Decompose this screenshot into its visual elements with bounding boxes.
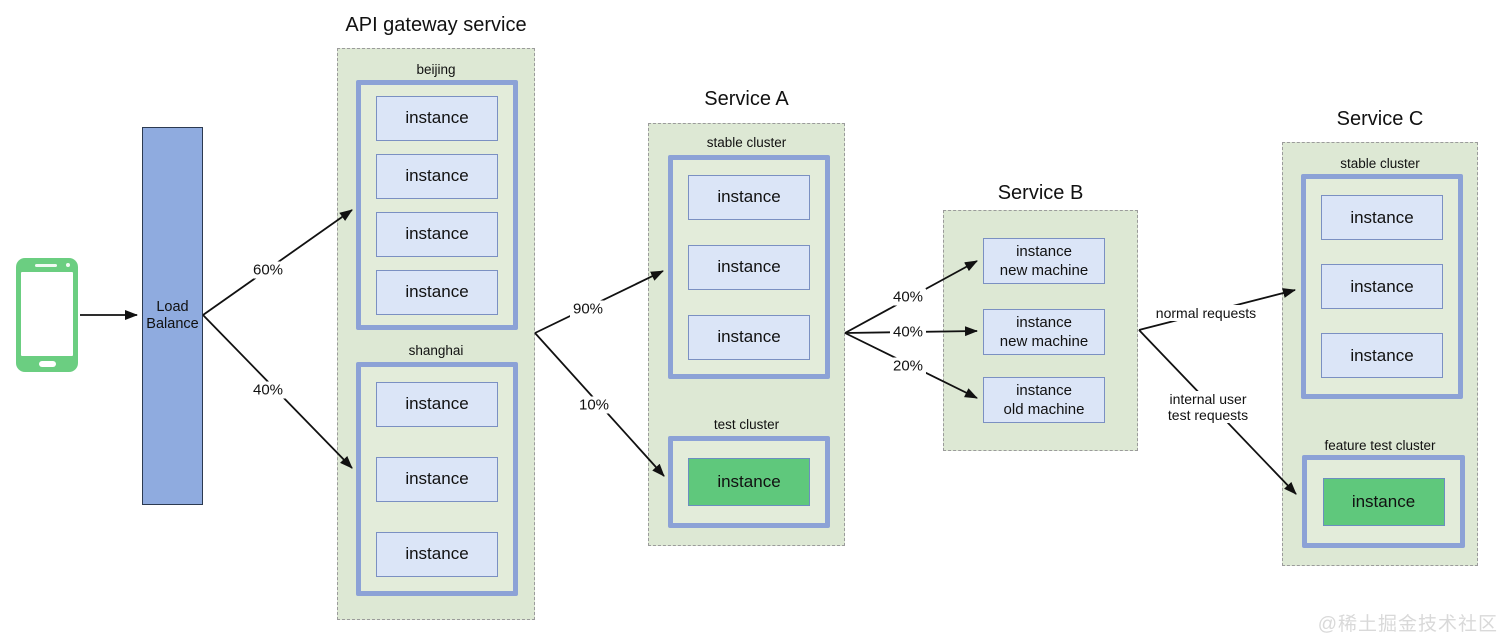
service-b-instance-2-line2: new machine (999, 333, 1089, 350)
service-c-stable-label: stable cluster (1340, 156, 1420, 171)
service-c-stable-cluster: instance instance instance (1301, 174, 1463, 399)
load-balancer-label-line2: Balance (146, 316, 199, 332)
service-a-instance-2: instance (688, 244, 810, 290)
service-b-title: Service B (997, 182, 1084, 204)
service-c-instance-3: instance (1321, 333, 1443, 378)
edge-label-40pct-new2: 40% (889, 323, 927, 341)
service-c-feature-cluster: instance (1302, 455, 1465, 548)
service-c-title: Service C (1336, 108, 1424, 130)
phone-home-button (39, 361, 56, 367)
api-gateway-title: API gateway service (345, 14, 527, 36)
phone-camera (66, 263, 70, 267)
service-b-instance-2: instance new machine (983, 309, 1105, 355)
service-b-instance-2-line1: instance (1016, 313, 1072, 331)
shanghai-instance-3: instance (376, 531, 498, 577)
edge-label-20pct: 20% (889, 357, 927, 375)
edge-label-40pct-new1: 40% (889, 288, 927, 306)
edge-label-90pct: 90% (569, 300, 607, 318)
mobile-client-icon (16, 258, 78, 372)
service-a-test-instance: instance (688, 458, 810, 506)
load-balancer-node: Load Balance (142, 127, 203, 505)
beijing-instance-3: instance (376, 211, 498, 257)
edge-label-40pct: 40% (249, 381, 287, 399)
service-c-feature-instance: instance (1322, 477, 1445, 526)
service-b-instance-1-line1: instance (1016, 242, 1072, 260)
service-b-instance-1-line2: new machine (999, 262, 1089, 279)
beijing-instance-2: instance (376, 153, 498, 199)
shanghai-cluster: instance instance instance (356, 362, 518, 596)
service-a-instance-1: instance (688, 174, 810, 220)
load-balancer-label-line1: Load (156, 298, 189, 315)
service-c-instance-2: instance (1321, 264, 1443, 309)
service-b-instance-1: instance new machine (983, 238, 1105, 284)
shanghai-instance-1: instance (376, 381, 498, 427)
service-b-instance-3-line2: old machine (1003, 401, 1085, 418)
service-a-instance-3: instance (688, 314, 810, 360)
watermark: @稀土掘金技术社区 (1317, 614, 1498, 635)
service-b-group: instance new machine instance new machin… (943, 210, 1138, 451)
service-c-instance-1: instance (1321, 195, 1443, 240)
shanghai-cluster-label: shanghai (408, 343, 464, 358)
service-c-feature-label: feature test cluster (1324, 438, 1436, 453)
edge-label-internal-line1: internal user (1169, 391, 1247, 407)
service-a-stable-label: stable cluster (706, 135, 787, 150)
edge-label-internal-line2: test requests (1167, 407, 1249, 423)
phone-screen (21, 272, 73, 356)
service-a-title: Service A (704, 88, 789, 110)
edge-label-internal-test-requests: internal user test requests (1164, 391, 1252, 423)
edge-label-60pct: 60% (249, 261, 287, 279)
beijing-instance-4: instance (376, 269, 498, 315)
shanghai-instance-2: instance (376, 456, 498, 502)
edge-label-10pct: 10% (575, 396, 613, 414)
service-b-instance-3: instance old machine (983, 377, 1105, 423)
phone-speaker (35, 264, 57, 267)
service-a-group: stable cluster instance instance instanc… (648, 123, 845, 546)
api-gateway-group: beijing instance instance instance insta… (337, 48, 535, 620)
beijing-cluster: instance instance instance instance (356, 80, 518, 330)
beijing-instance-1: instance (376, 95, 498, 141)
beijing-cluster-label: beijing (416, 62, 456, 77)
service-a-test-label: test cluster (713, 417, 780, 432)
service-a-stable-cluster: instance instance instance (668, 155, 830, 379)
service-b-instance-3-line1: instance (1016, 381, 1072, 399)
service-c-group: stable cluster instance instance instanc… (1282, 142, 1478, 566)
service-a-test-cluster: instance (668, 436, 830, 528)
edge-label-normal-requests: normal requests (1152, 305, 1260, 321)
